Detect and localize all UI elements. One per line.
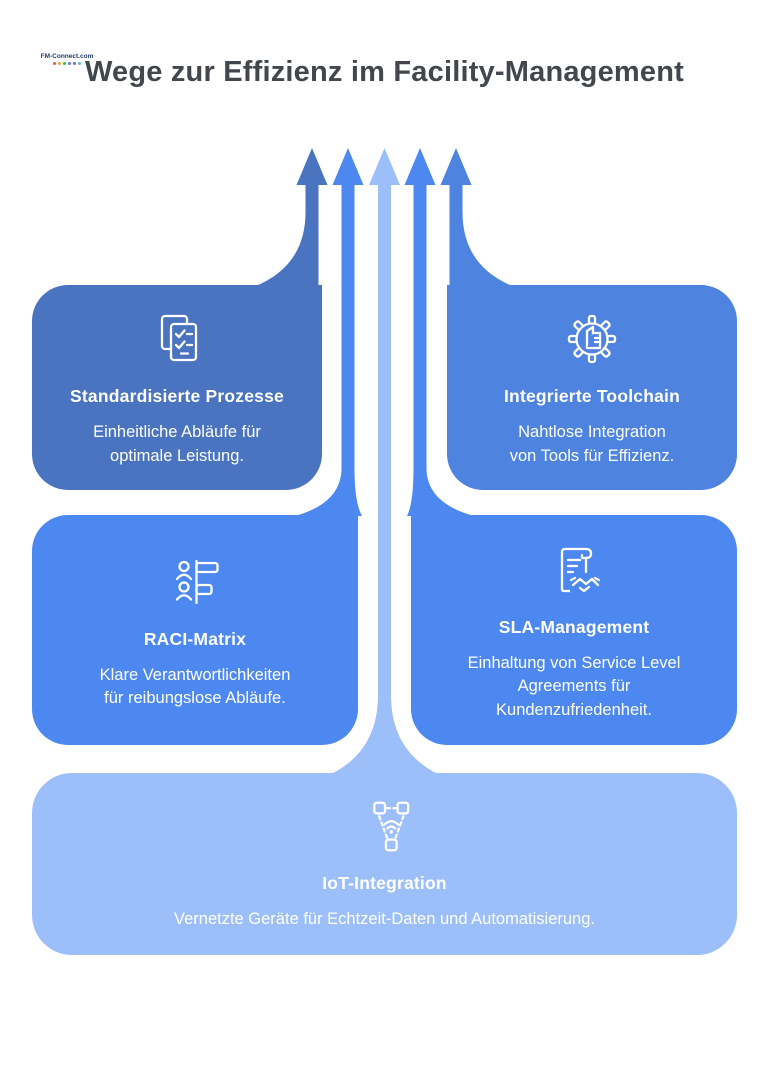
- card-description: Einhaltung von Service Level Agreements …: [467, 653, 681, 719]
- arrow-stream-3: [327, 148, 442, 776]
- iot-network-icon: [354, 796, 416, 858]
- page-title: Wege zur Effizienz im Facility-Managemen…: [84, 56, 685, 88]
- checklist-documents-icon: [145, 307, 209, 371]
- card-description: Vernetzte Geräte für Echtzeit-Daten und …: [174, 910, 595, 929]
- card-title: IoT-Integration: [322, 873, 447, 894]
- card-sla-management: SLA-Management Einhaltung von Service Le…: [411, 515, 737, 745]
- brand-logo-dots-decoration: [38, 62, 96, 66]
- card-integrierte-toolchain: Integrierte Toolchain Nahtlose Integrati…: [447, 285, 737, 490]
- card-iot-integration: IoT-Integration Vernetzte Geräte für Ech…: [32, 773, 737, 955]
- card-raci-matrix: RACI-Matrix Klare Verantwortlichkeiten f…: [32, 515, 358, 745]
- card-title: Standardisierte Prozesse: [70, 386, 284, 407]
- contract-handshake-icon: [542, 538, 606, 602]
- arrow-stream-4: [404, 148, 474, 516]
- card-title: Integrierte Toolchain: [504, 386, 680, 407]
- arrow-stream-2: [295, 148, 364, 516]
- card-title: RACI-Matrix: [143, 628, 247, 649]
- card-title: SLA-Management: [498, 616, 650, 637]
- card-description: Klare Verantwortlichkeiten für reibungsl…: [99, 665, 291, 707]
- card-description: Nahtlose Integration von Tools für Effiz…: [509, 423, 675, 465]
- brand-logo-text: FM-Connect.com: [40, 53, 94, 60]
- arrow-stream-1: [238, 148, 328, 292]
- brand-logo: FM-Connect.com: [38, 53, 96, 66]
- gear-document-icon: [560, 307, 624, 371]
- card-description: Einheitliche Abläufe für optimale Leistu…: [93, 423, 261, 465]
- arrow-stream-5: [440, 148, 530, 292]
- card-standardisierte-prozesse: Standardisierte Prozesse Einheitliche Ab…: [32, 285, 322, 490]
- people-matrix-icon: [163, 550, 227, 614]
